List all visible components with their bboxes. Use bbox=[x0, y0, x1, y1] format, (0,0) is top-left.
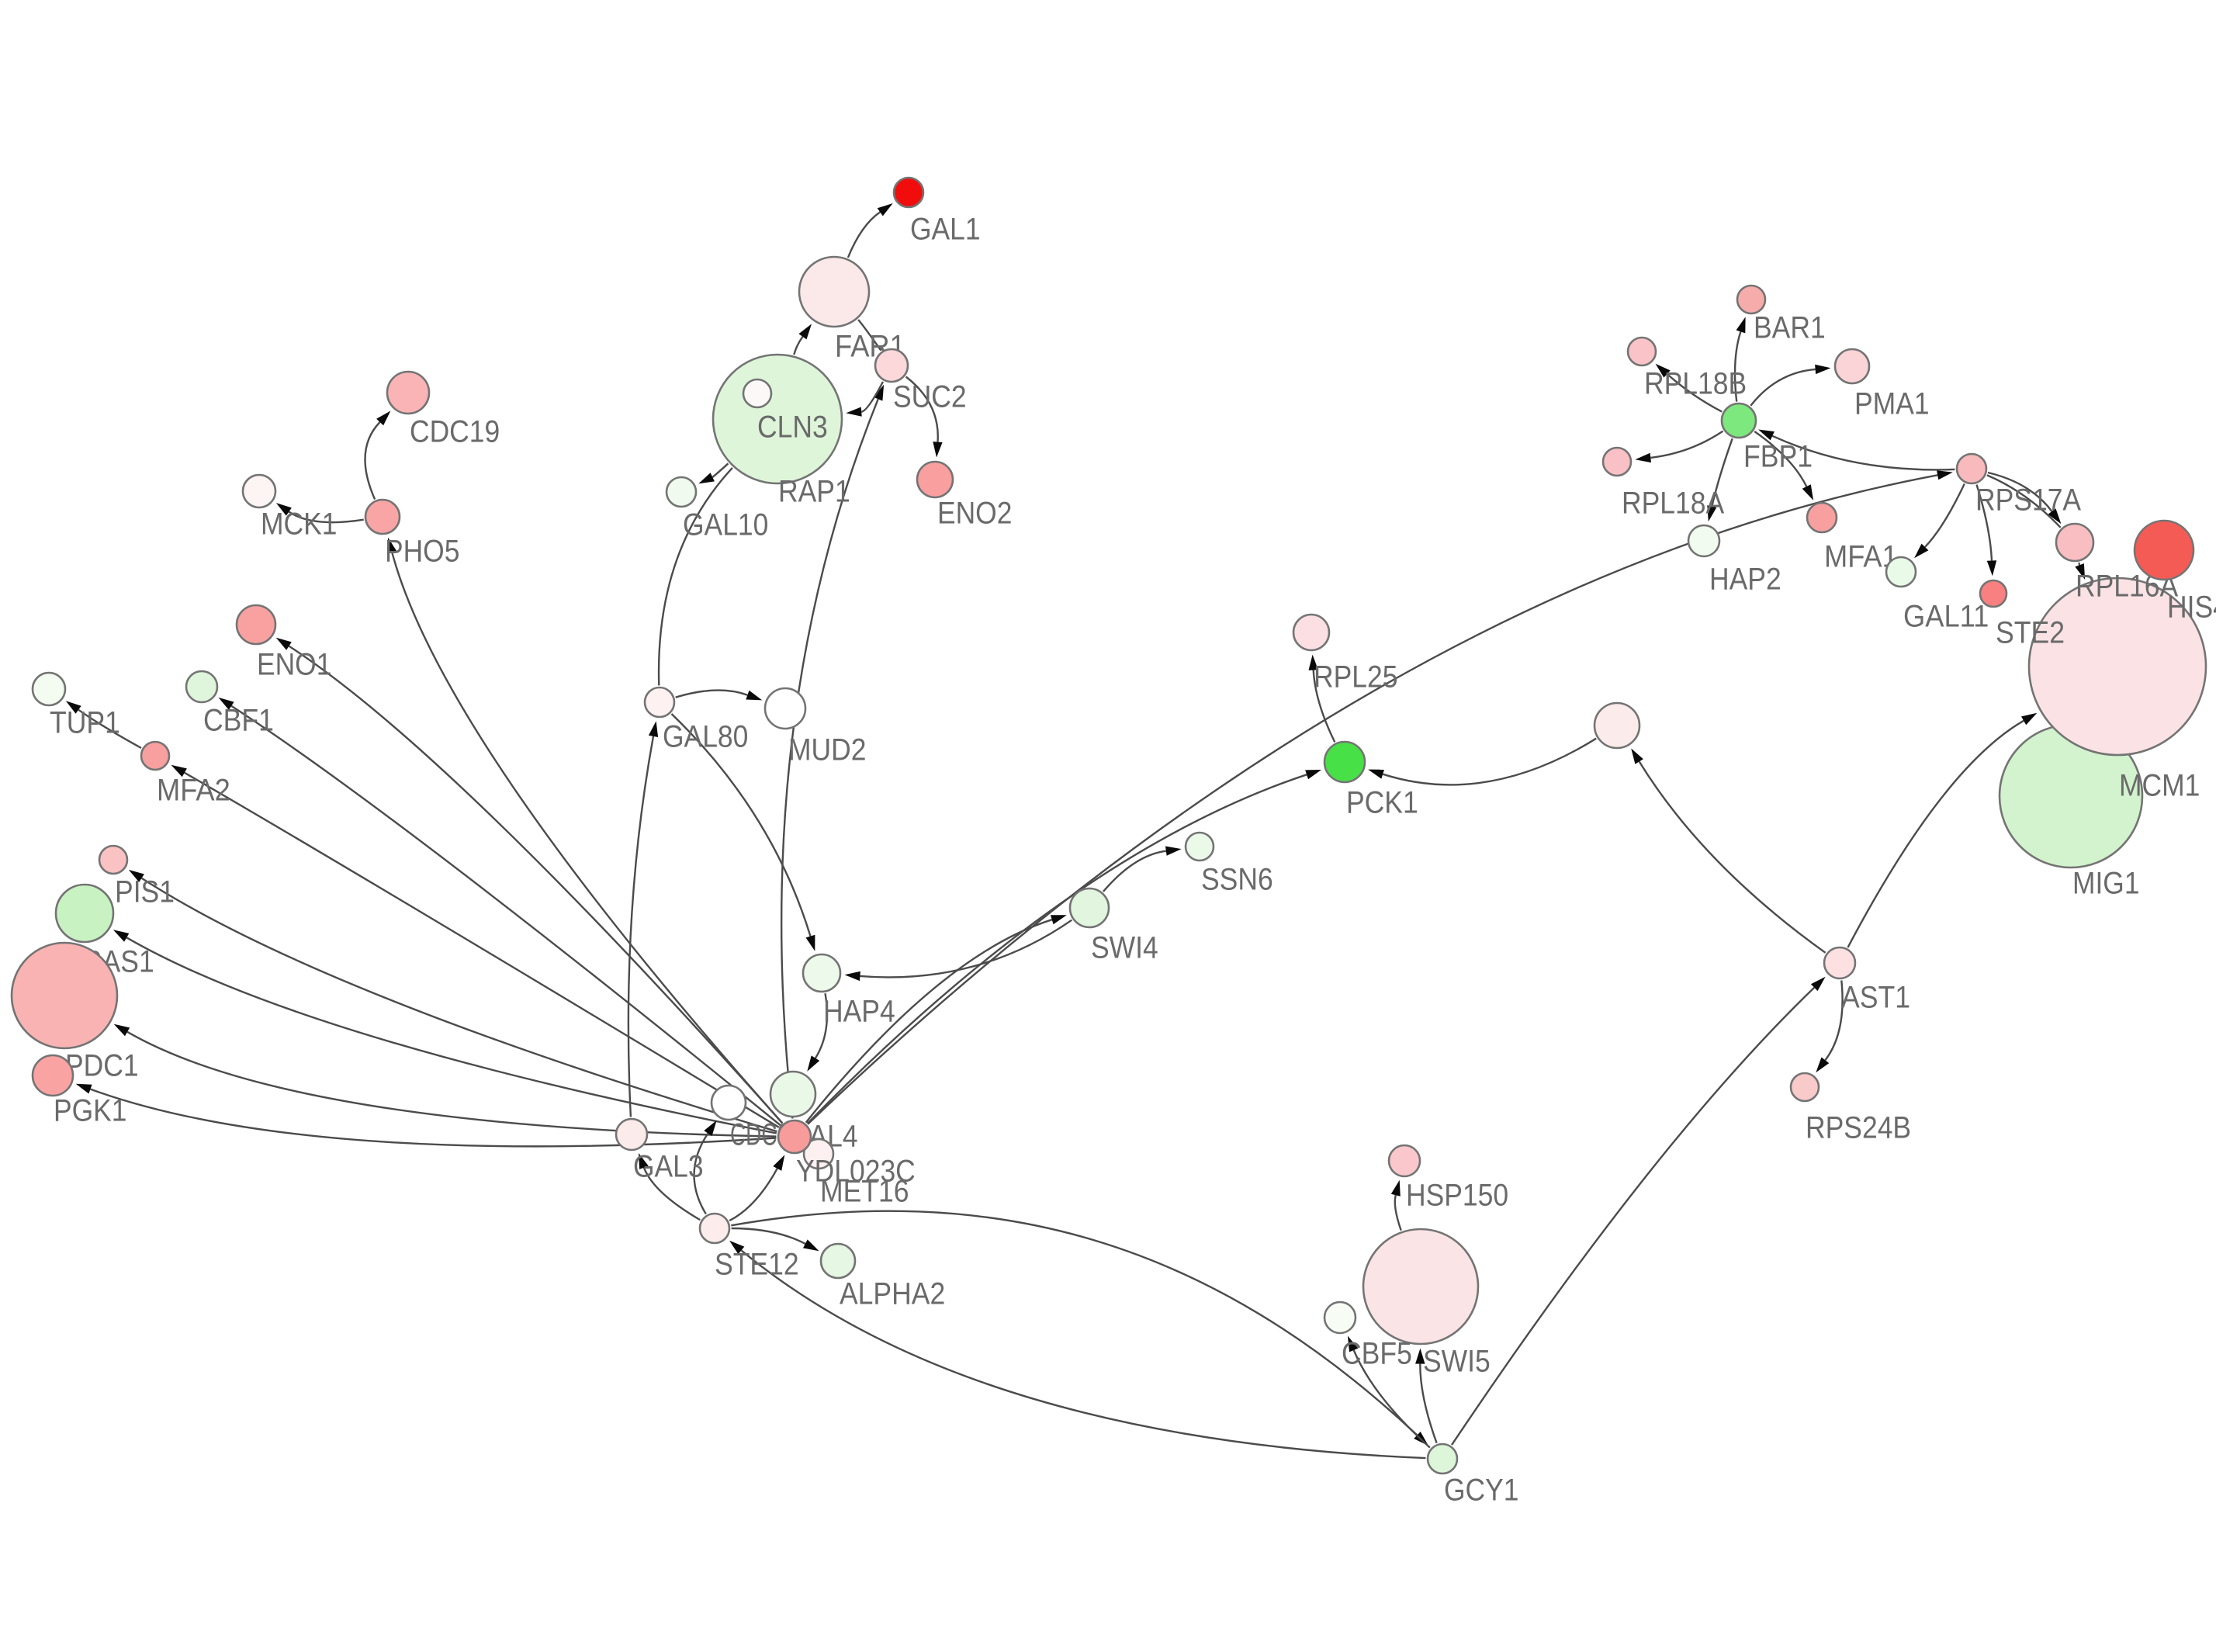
svg-text:PGK1: PGK1 bbox=[54, 1094, 127, 1128]
svg-text:PIS1: PIS1 bbox=[115, 875, 175, 909]
svg-text:MCM1: MCM1 bbox=[2119, 769, 2200, 803]
svg-text:PHO5: PHO5 bbox=[385, 535, 459, 569]
svg-text:GAL3: GAL3 bbox=[633, 1150, 704, 1184]
svg-text:CBF1: CBF1 bbox=[203, 704, 274, 738]
svg-text:RPS17A: RPS17A bbox=[1975, 483, 2081, 518]
svg-text:MFA2: MFA2 bbox=[157, 774, 230, 808]
svg-text:CLN3: CLN3 bbox=[757, 410, 828, 445]
svg-text:HIS4: HIS4 bbox=[2167, 590, 2216, 625]
svg-text:RAP1: RAP1 bbox=[778, 475, 850, 509]
svg-text:GAL80: GAL80 bbox=[663, 720, 748, 754]
svg-text:FBP1: FBP1 bbox=[1743, 440, 1813, 474]
svg-text:MUD2: MUD2 bbox=[788, 733, 866, 767]
svg-text:SSN6: SSN6 bbox=[1201, 863, 1273, 897]
svg-text:HSP150: HSP150 bbox=[1406, 1179, 1508, 1213]
svg-text:GCY1: GCY1 bbox=[1444, 1474, 1518, 1508]
svg-text:YDL023C: YDL023C bbox=[796, 1155, 916, 1189]
svg-text:RPL25: RPL25 bbox=[1314, 660, 1398, 694]
svg-text:AST1: AST1 bbox=[1841, 981, 1910, 1015]
svg-text:STE2: STE2 bbox=[1996, 616, 2065, 650]
svg-text:STE12: STE12 bbox=[715, 1248, 799, 1282]
svg-text:PDC1: PDC1 bbox=[65, 1049, 139, 1083]
svg-text:ENO1: ENO1 bbox=[257, 648, 331, 682]
svg-text:GAL11: GAL11 bbox=[1903, 600, 1989, 634]
svg-text:TUP1: TUP1 bbox=[50, 706, 120, 740]
svg-text:ALPHA2: ALPHA2 bbox=[840, 1277, 945, 1311]
svg-text:RPL18B: RPL18B bbox=[1644, 367, 1747, 401]
svg-text:RPS24B: RPS24B bbox=[1806, 1111, 1911, 1145]
svg-text:SWI4: SWI4 bbox=[1091, 931, 1158, 965]
svg-text:ENO2: ENO2 bbox=[937, 497, 1012, 531]
svg-text:MFA1: MFA1 bbox=[1824, 540, 1898, 574]
svg-text:MCK1: MCK1 bbox=[261, 507, 338, 542]
svg-text:GAL10: GAL10 bbox=[683, 508, 768, 542]
svg-text:RPL18A: RPL18A bbox=[1622, 487, 1724, 521]
svg-text:CDC19: CDC19 bbox=[410, 415, 500, 449]
svg-text:HAP2: HAP2 bbox=[1709, 563, 1781, 597]
svg-text:HAP4: HAP4 bbox=[823, 995, 895, 1029]
svg-text:SWI5: SWI5 bbox=[1423, 1345, 1491, 1379]
svg-text:PCK1: PCK1 bbox=[1346, 786, 1418, 820]
svg-text:SUC2: SUC2 bbox=[893, 380, 967, 414]
svg-text:BAR1: BAR1 bbox=[1754, 311, 1826, 345]
svg-text:PMA1: PMA1 bbox=[1854, 387, 1930, 421]
svg-text:CBF5: CBF5 bbox=[1342, 1337, 1412, 1371]
svg-text:MIG1: MIG1 bbox=[2072, 867, 2140, 901]
svg-text:MET16: MET16 bbox=[820, 1175, 909, 1209]
svg-text:GAL1: GAL1 bbox=[910, 213, 981, 247]
